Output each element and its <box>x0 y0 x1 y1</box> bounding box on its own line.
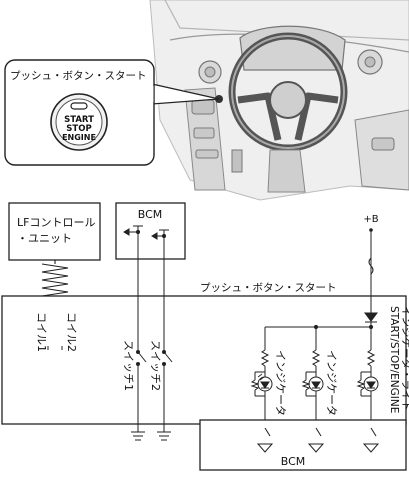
callout-label: プッシュ・ボタン・スタート <box>10 70 147 82</box>
bcm-bottom: BCM <box>199 419 407 471</box>
callout: プッシュ・ボタン・スタート START STOP ENGINE <box>4 59 220 166</box>
coil-wires <box>47 346 63 350</box>
button-text-start: START <box>64 115 94 125</box>
power-label: +B <box>363 214 378 225</box>
coil2-label: コイル2 <box>65 312 78 352</box>
start-stop-button-icon: START STOP ENGINE <box>50 93 108 151</box>
lf-control-unit: LFコントロール ・ユニット <box>8 202 101 261</box>
start-indicator-label-1: START/STOP/ENGINE <box>388 306 400 413</box>
button-text-stop: STOP <box>66 124 91 134</box>
button-text-engine: ENGINE <box>62 133 96 142</box>
push-button-start-unit: プッシュ・ボタン・スタート <box>1 282 407 425</box>
coil1-label: コイル1 <box>35 312 48 352</box>
switches <box>131 259 173 441</box>
fuse-icon <box>368 257 374 275</box>
bcm-bottom-label: BCM <box>281 455 306 468</box>
push-button-unit-label: プッシュ・ボタン・スタート <box>200 282 337 294</box>
lf-unit-label-2: ・ユニット <box>17 232 72 245</box>
power-supply: +B <box>363 214 379 296</box>
switch1-label: スイッチ1 <box>122 340 135 391</box>
start-indicator-label-2: インジケータ・ライト <box>400 306 409 411</box>
bcm-top: BCM <box>115 202 186 260</box>
bcm-top-label: BCM <box>138 208 163 221</box>
dashboard-illustration <box>149 0 409 201</box>
switch2-label: スイッチ2 <box>149 340 162 391</box>
lf-unit-label-1: LFコントロール <box>17 216 95 229</box>
